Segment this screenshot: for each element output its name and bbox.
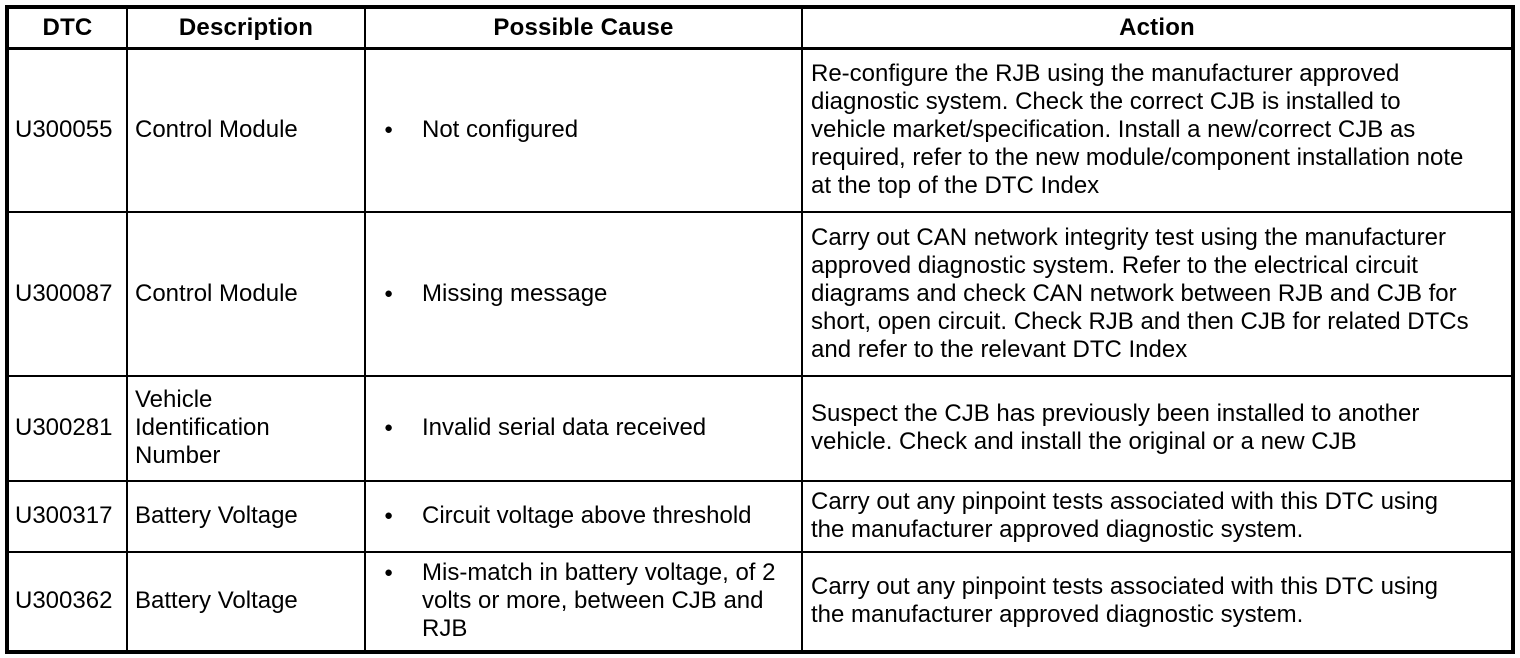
column-header-description: Description	[126, 6, 366, 50]
cause-list-item: ● Invalid serial data received	[384, 414, 797, 442]
possible-cause-cell: ● Circuit voltage above threshold	[364, 479, 803, 553]
description-cell: Battery Voltage	[126, 550, 366, 653]
cause-text: Missing message	[422, 279, 608, 307]
possible-cause-cell: ● Missing message	[364, 210, 803, 377]
description-cell: Control Module	[126, 210, 366, 377]
description-cell: Battery Voltage	[126, 479, 366, 553]
dtc-code: U300362	[6, 550, 128, 653]
table-row-u300087: U300087 Control Module ● Missing message…	[6, 210, 1514, 377]
table-row-u300281: U300281 Vehicle Identification Number ● …	[6, 374, 1514, 482]
cause-list-item: ● Missing message	[384, 280, 797, 308]
table-row-u300317: U300317 Battery Voltage ● Circuit voltag…	[6, 479, 1514, 553]
action-cell: Carry out any pinpoint tests associated …	[801, 550, 1514, 653]
dtc-code: U300281	[6, 374, 128, 482]
column-header-dtc: DTC	[6, 6, 128, 50]
dtc-code: U300055	[6, 47, 128, 213]
cause-text: Not configured	[422, 116, 579, 144]
possible-cause-cell: ● Not configured	[364, 47, 803, 213]
bullet-icon: ●	[384, 284, 394, 302]
description-cell: Vehicle Identification Number	[126, 374, 366, 482]
action-cell: Carry out CAN network integrity test usi…	[801, 210, 1514, 377]
action-cell: Suspect the CJB has previously been inst…	[801, 374, 1514, 482]
dtc-index-table: DTC Description Possible Cause Action U3…	[5, 5, 1515, 654]
cause-list-item: ● Mis-match in battery voltage, of 2 vol…	[384, 559, 797, 643]
table-header-row: DTC Description Possible Cause Action	[6, 6, 1514, 50]
column-header-possible-cause: Possible Cause	[364, 6, 803, 50]
action-cell: Re-configure the RJB using the manufactu…	[801, 47, 1514, 213]
action-cell: Carry out any pinpoint tests associated …	[801, 479, 1514, 553]
cause-text: Mis-match in battery voltage, of 2 volts…	[422, 559, 776, 642]
bullet-icon: ●	[384, 121, 394, 139]
bullet-icon: ●	[384, 419, 394, 436]
dtc-code: U300317	[6, 479, 128, 553]
description-cell: Control Module	[126, 47, 366, 213]
dtc-code: U300087	[6, 210, 128, 377]
possible-cause-cell: ● Invalid serial data received	[364, 374, 803, 482]
column-header-action: Action	[801, 6, 1514, 50]
possible-cause-cell: ● Mis-match in battery voltage, of 2 vol…	[364, 550, 803, 653]
cause-list-item: ● Not configured	[384, 116, 797, 144]
bullet-icon: ●	[384, 564, 394, 581]
table-row-u300362: U300362 Battery Voltage ● Mis-match in b…	[6, 550, 1514, 653]
cause-text: Invalid serial data received	[422, 414, 707, 441]
table-row-u300055: U300055 Control Module ● Not configured …	[6, 47, 1514, 213]
bullet-icon: ●	[384, 507, 394, 524]
cause-text: Circuit voltage above threshold	[422, 502, 752, 529]
cause-list-item: ● Circuit voltage above threshold	[384, 502, 797, 530]
